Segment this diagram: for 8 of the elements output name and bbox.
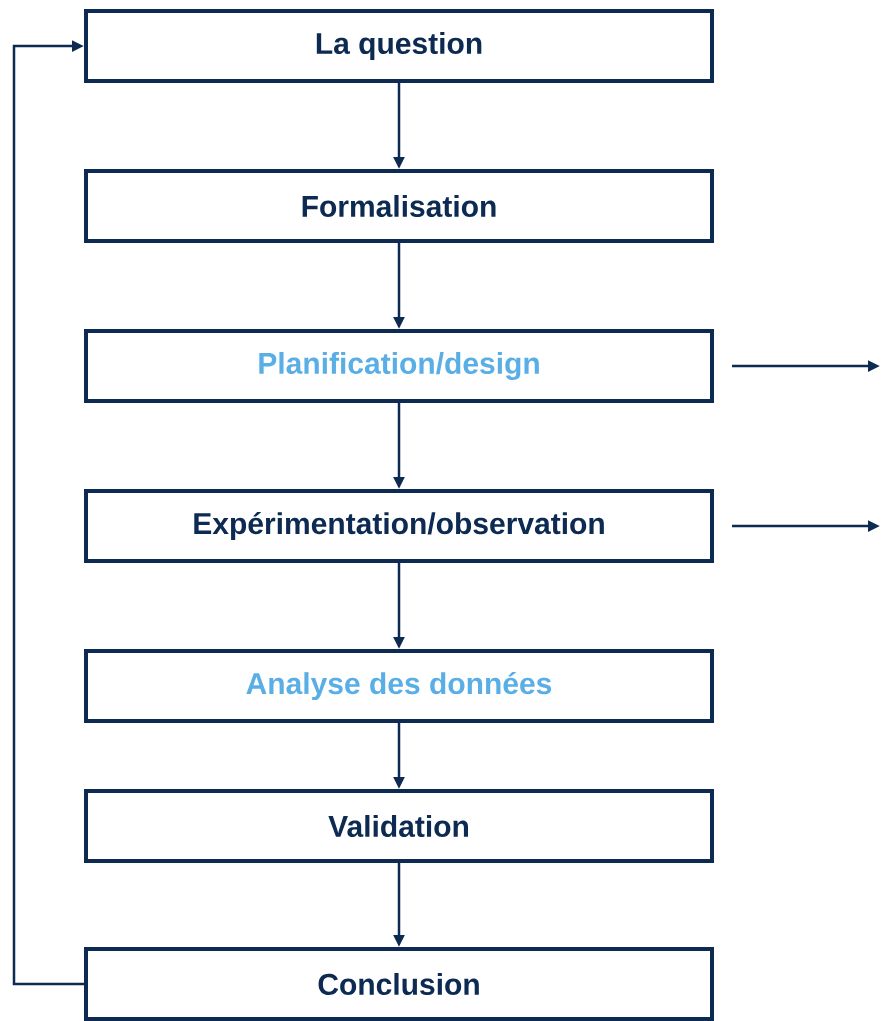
loop-arrow (12, 40, 84, 986)
process-box: Planification/design (84, 329, 714, 403)
process-box: Conclusion (84, 947, 714, 1021)
process-box: La question (84, 9, 714, 83)
process-box: Expérimentation/observation (84, 489, 714, 563)
process-box: Validation (84, 789, 714, 863)
process-box: Formalisation (84, 169, 714, 243)
process-box: Analyse des données (84, 649, 714, 723)
